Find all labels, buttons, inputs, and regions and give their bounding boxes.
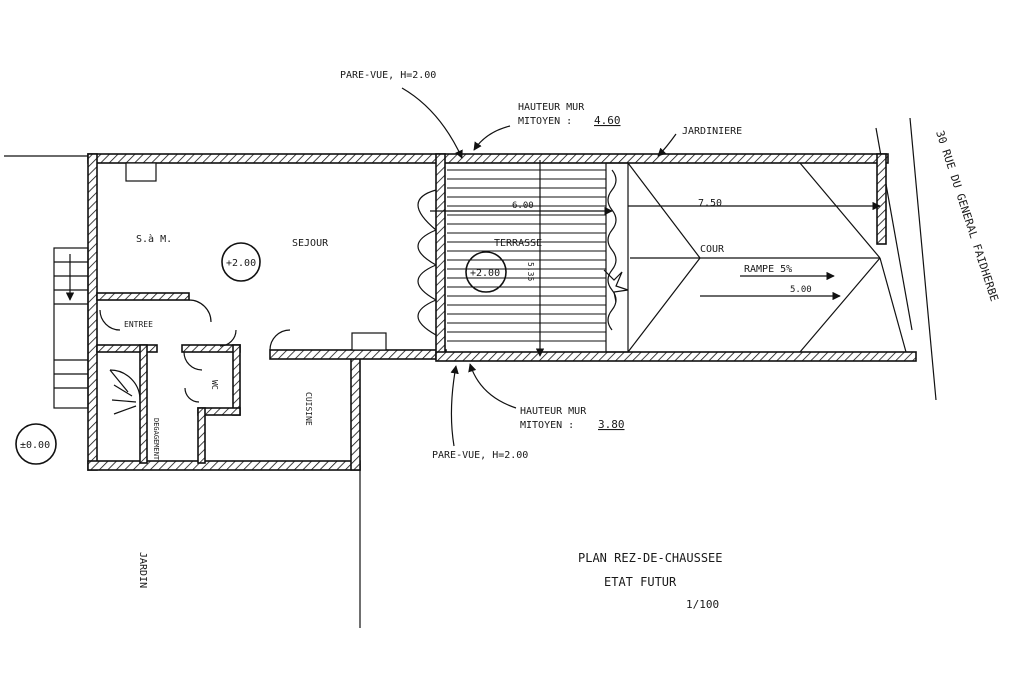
- room-label-terrasse: TERRASSE: [494, 238, 542, 249]
- dimension-lines: [430, 160, 881, 357]
- level-label-terrasse: +2.00: [470, 268, 500, 279]
- hauteur-top-line2: MITOYEN :: [518, 116, 572, 127]
- room-label-sejour: SEJOUR: [292, 238, 329, 249]
- hauteur-bottom-line1: HAUTEUR MUR: [520, 406, 587, 417]
- level-circle-terrasse: [465, 251, 507, 293]
- street-address: 30 RUE DU GENERAL FAIDHERBE: [933, 129, 1001, 303]
- dim-rampe-length: 5.00: [790, 285, 812, 295]
- room-label-cour: COUR: [700, 244, 725, 255]
- exterior-stairs: [53, 247, 89, 409]
- room-label-jardin: JARDIN: [137, 552, 148, 588]
- hauteur-bottom-value: 3.80: [598, 418, 625, 431]
- planter-strip: [603, 162, 629, 353]
- courtyard-ramp: [627, 162, 907, 353]
- hauteur-bottom-line2: MITOYEN :: [520, 420, 574, 431]
- leader-lines: [401, 87, 677, 447]
- hauteur-top-value: 4.60: [594, 114, 621, 127]
- interior-stairs: [109, 369, 141, 415]
- room-label-sam: S.à M.: [136, 233, 172, 245]
- room-label-degagement: DEGAGEMENT: [152, 418, 160, 461]
- plan-title-line2: ETAT FUTUR: [604, 575, 677, 589]
- rampe-label: RAMPE 5%: [744, 264, 792, 275]
- level-label-jardin: ±0.00: [20, 440, 50, 451]
- dim-terrasse-width: 6.00: [512, 201, 534, 211]
- level-circle-sejour: [221, 242, 261, 282]
- jardiniere-label: JARDINIERE: [682, 126, 742, 137]
- level-circle-jardin: [15, 423, 57, 465]
- hauteur-top-line1: HAUTEUR MUR: [518, 102, 585, 113]
- pare-vue-bottom-label: PARE-VUE, H=2.00: [432, 450, 528, 461]
- dim-cour-width: 7.50: [698, 198, 722, 209]
- walls: [87, 153, 917, 471]
- dim-terrasse-depth: 5.35: [526, 262, 535, 281]
- terrace-decking: [447, 169, 606, 342]
- level-label-sejour: +2.00: [226, 258, 256, 269]
- room-label-entree: ENTREE: [124, 320, 153, 329]
- plan-scale: 1/100: [686, 598, 719, 611]
- pare-vue-top-label: PARE-VUE, H=2.00: [340, 70, 436, 81]
- french-doors: [417, 189, 437, 336]
- room-label-cuisine: CUISINE: [304, 392, 313, 426]
- plan-title-line1: PLAN REZ-DE-CHAUSSEE: [578, 551, 723, 565]
- room-label-wc: WC: [210, 380, 219, 390]
- doors: [99, 299, 291, 403]
